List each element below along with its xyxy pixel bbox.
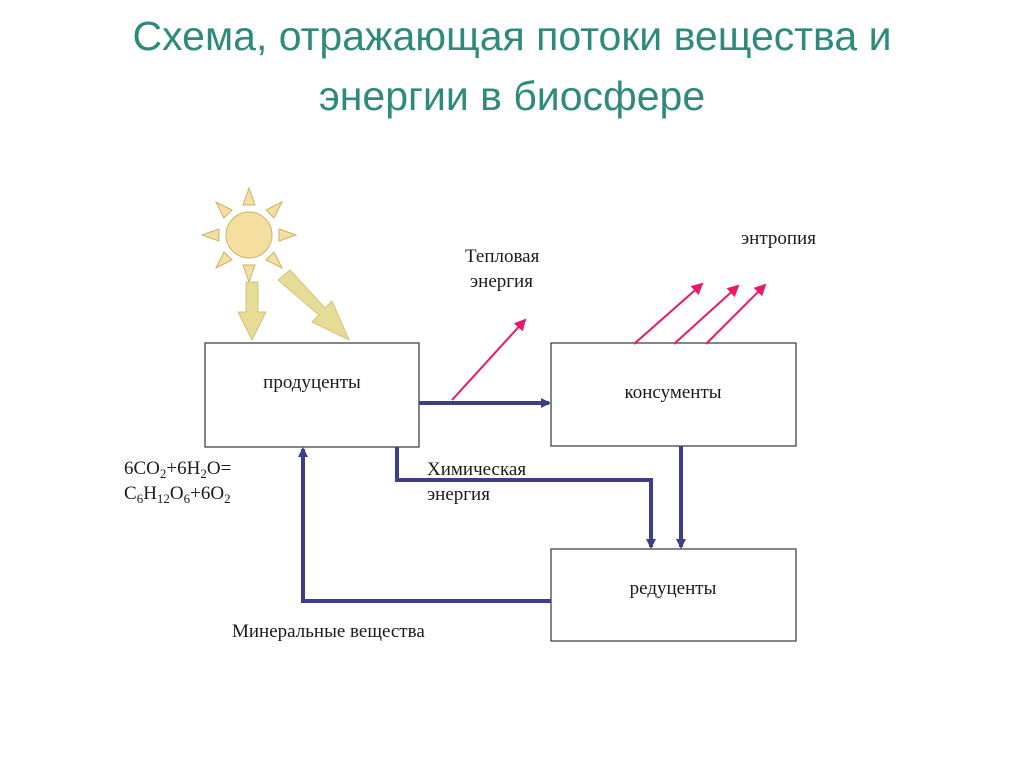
- sun-to-producers-arrow-2: [277, 269, 350, 342]
- page-title: Схема, отражающая потоки вещества и энер…: [0, 6, 1024, 126]
- heat-energy-arrow: [451, 318, 527, 401]
- sun-to-producers-arrow-1: [237, 281, 267, 342]
- decomposers-to-producers-arrow: [298, 447, 551, 603]
- entropy-arrow-2: [673, 284, 740, 345]
- entropy-arrow-1: [633, 282, 704, 345]
- producers-to-decomposers-arrow: [395, 447, 656, 549]
- consumers-label: консументы: [624, 382, 721, 403]
- consumers-box: [550, 342, 797, 447]
- entropy-label: энтропия: [741, 228, 816, 249]
- entropy-arrow-3: [705, 283, 767, 345]
- minerals-label: Минеральные вещества: [232, 621, 425, 642]
- equation-line-2: C6H12O6+6O2: [124, 483, 231, 506]
- producers-label: продуценты: [263, 372, 361, 393]
- chemical-energy-label-line-2: энергия: [427, 484, 490, 505]
- decomposers-box: [550, 548, 797, 642]
- chemical-energy-label-line-1: Химическая: [427, 459, 526, 480]
- heat-energy-label-line-1: Тепловая: [465, 246, 540, 267]
- heat-energy-label-line-2: энергия: [470, 271, 533, 292]
- sun-icon: [200, 186, 298, 284]
- decomposers-label: редуценты: [630, 578, 717, 599]
- title-line-1: Схема, отражающая потоки вещества и: [132, 13, 892, 59]
- title-line-2: энергии в биосфере: [318, 73, 706, 119]
- producers-box: [204, 342, 420, 448]
- equation-line-1: 6CO2+6H2O=: [124, 458, 231, 481]
